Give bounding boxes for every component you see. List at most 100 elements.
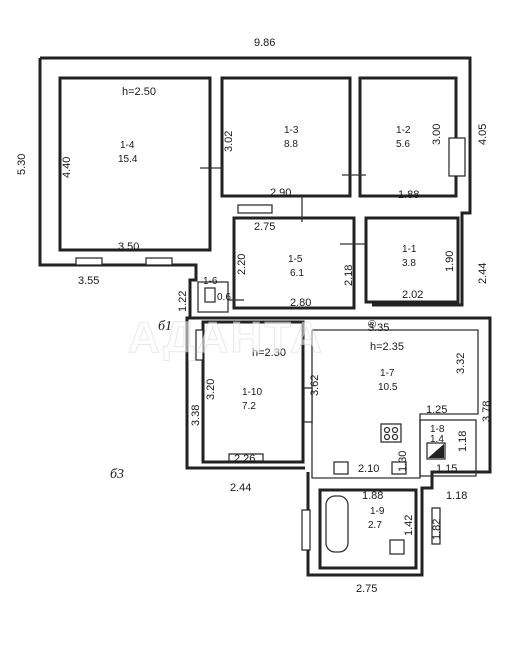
dim-label: 3.00 [431,124,443,145]
washbasin-icon [204,287,216,303]
window [195,329,204,361]
window [301,509,311,551]
dim-label: 1.18 [446,490,467,502]
liter-mark: б3 [110,467,124,482]
dim-label: 3.32 [455,353,467,374]
room-1-10-outline [201,320,305,464]
room-1-1-outline [364,216,460,304]
registered-mark-icon: ® [368,319,376,331]
dim-label: 3.38 [190,405,202,426]
dim-label: 2.75 [356,583,377,595]
room-id: 1-10 [242,387,262,398]
dim-label: 2.75 [254,221,275,233]
room-area: 2.7 [368,520,382,531]
boiler-box-icon [426,442,446,460]
height-label: h=2.30 [252,347,286,359]
dim-label: 3.55 [78,275,99,287]
fixtures [200,167,446,555]
sink-icon [391,461,407,475]
dim-label: 4.40 [61,157,73,178]
room-1-8-outline [419,419,477,477]
dim-label: 1.42 [403,515,415,536]
dim-label: 3.02 [223,131,235,152]
boiler-icon [428,444,444,458]
room-1-3-outline [220,76,352,198]
dim-label: 3.35 [368,322,389,334]
room-1-9-outline [318,488,418,570]
outer-wall-main [40,56,472,307]
dim-label: 1.25 [426,404,447,416]
dim-label: 2.26 [234,453,255,465]
sink-icon [333,461,349,475]
height-labels: h=2.50 h=2.30 h=2.35 [122,86,404,359]
dim-label: 3.50 [118,241,139,253]
dim-label: 2.18 [343,265,355,286]
room-area: 6.1 [290,268,304,279]
dim-label: 5.30 [16,154,28,175]
dim-label: 2.44 [230,482,251,494]
stove-burner-icon [383,426,391,434]
stove-burner-icon [391,426,399,434]
room-1-4-outline [58,76,212,252]
room-id: 1-8 [430,424,445,435]
room-id: 1-7 [380,368,395,379]
dim-label: 3.62 [309,375,321,396]
room-area: 3.8 [402,258,416,269]
room-area: 5.6 [396,139,410,150]
dim-label: 3.20 [205,379,217,400]
room-labels: 1-4 15.4 1-3 8.8 1-2 5.6 1-5 6.1 1-1 3.8… [118,125,445,531]
dim-label: 1.82 [431,519,443,540]
room-id: 1-4 [120,140,135,151]
dim-label: 4.05 [477,124,489,145]
dim-label: 2.10 [358,463,379,475]
window [448,137,466,177]
dim-label: 2.20 [236,254,248,275]
room-1-2-outline [358,76,458,198]
window [145,257,173,266]
window [431,507,441,545]
room-area: 10.5 [378,382,398,393]
height-label: h=2.50 [122,86,156,98]
room-1-5-outline [232,216,356,310]
window [228,453,264,462]
bathtub-icon [325,495,349,553]
room-id: 1-9 [370,506,385,517]
stove-burner-icon [383,433,391,441]
dim-label: 2.90 [270,187,291,199]
dim-label: 1.88 [398,189,419,201]
window [237,204,273,214]
toilet-icon [389,539,405,555]
room-id: 1-6 [203,276,218,287]
window [75,257,103,266]
dimension-labels: 9.86 5.30 4.40 3.50 3.55 3.02 2.90 3.00 … [16,37,493,595]
room-1-7-outline [311,329,479,479]
room-id: 1-3 [284,125,299,136]
dim-label: 3.78 [481,401,493,422]
room-area: 15.4 [118,154,138,165]
dim-label: 1.90 [444,251,456,272]
room-id: 1-1 [402,244,417,255]
dim-label: 1.30 [397,451,409,472]
dim-label: 2.80 [290,297,311,309]
stove-icon [380,423,402,443]
room-area: 0.6 [217,292,231,303]
watermark-text: АДАНТА [128,313,324,362]
room-area: 1.4 [430,434,444,445]
dim-label: 1.22 [177,291,189,312]
dim-label: 1.15 [436,463,457,475]
room-id: 1-5 [288,254,303,265]
stove-burner-icon [391,433,399,441]
windows [75,137,466,551]
dim-label: 1.18 [457,431,469,452]
dim-label: 2.02 [402,289,423,301]
dim-label: 2.44 [477,263,489,284]
dim-label: 1.88 [362,490,383,502]
liter-mark: б1 [158,319,172,334]
room-1-6-outline [197,281,229,313]
watermark: АДАНТА ® [128,313,377,363]
window [303,387,313,423]
room-area: 7.2 [242,401,256,412]
room-area: 8.8 [284,139,298,150]
